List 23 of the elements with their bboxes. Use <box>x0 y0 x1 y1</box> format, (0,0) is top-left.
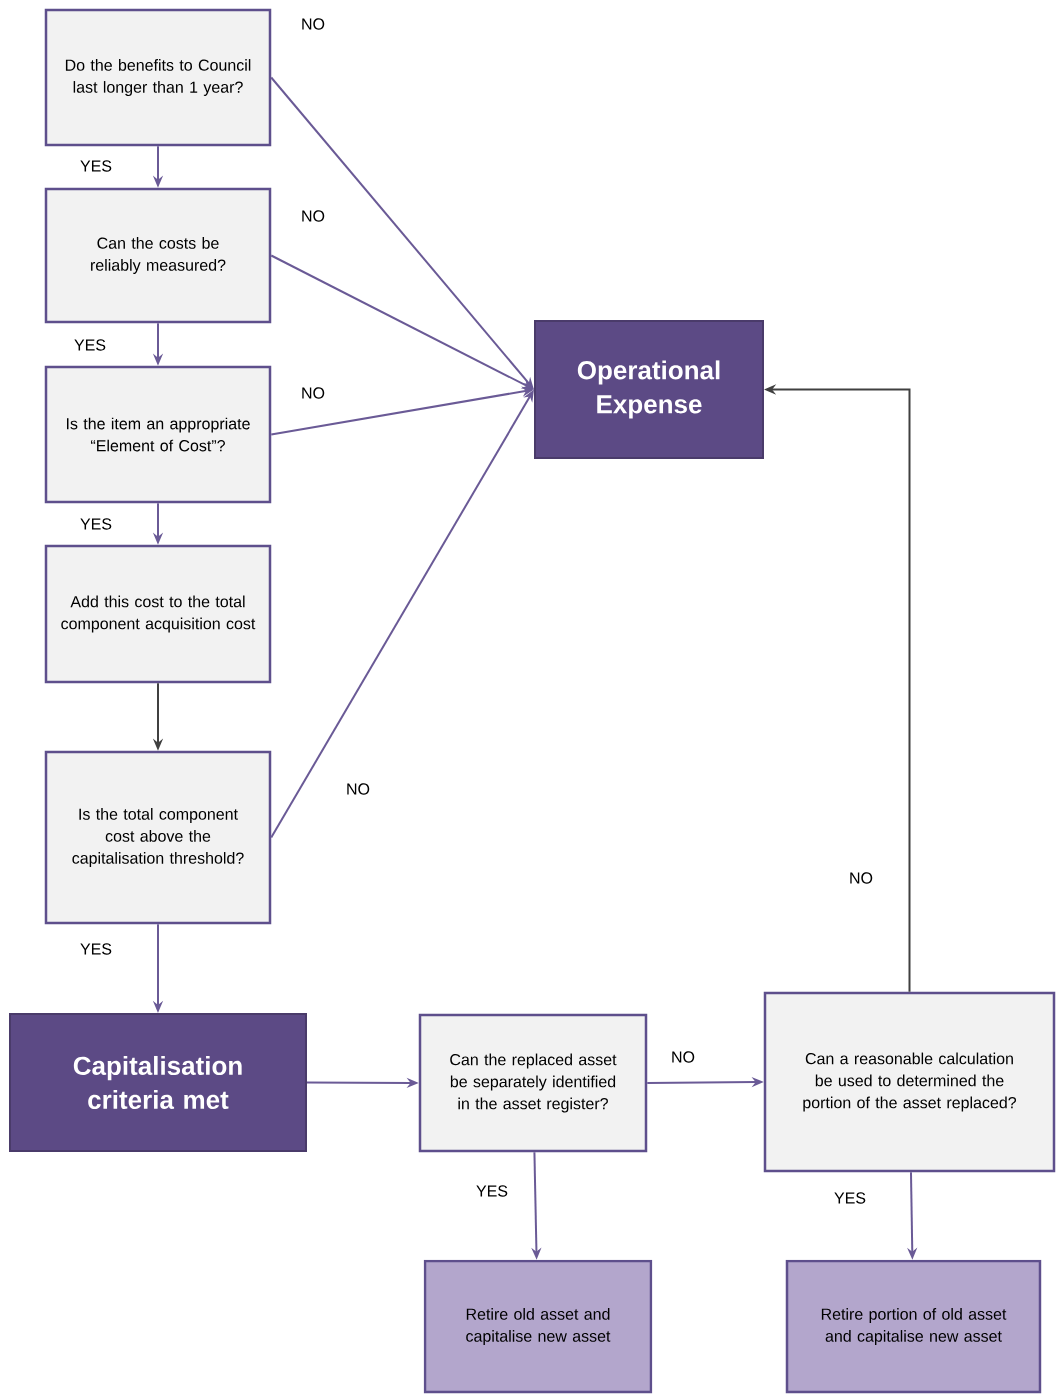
process-box: Is the total component cost above the capitalisation threshold? <box>44 750 272 925</box>
edge-label: NO <box>300 386 326 400</box>
outcome-box: Retire old asset and capitalise new asset <box>423 1259 653 1394</box>
result-box: Capitalisation criteria met <box>9 1013 307 1152</box>
outcome-box: Retire portion of old asset and capitalise new asset <box>785 1259 1042 1394</box>
process-box: Can the costs be reliably measured? <box>44 187 272 324</box>
edge-label: NO <box>848 871 874 885</box>
edge-label: YES <box>833 1191 867 1205</box>
process-box: Add this cost to the total component acquisition cost <box>44 544 272 684</box>
edge-label: YES <box>73 338 107 352</box>
result-box: Operational Expense <box>534 320 764 459</box>
edge-label: NO <box>300 209 326 223</box>
edge-label: NO <box>345 782 371 796</box>
process-box: Can the replaced asset be separately identified in the asset register? <box>418 1013 648 1153</box>
edge-label: YES <box>79 159 113 173</box>
process-box: Can a reasonable calculation be used to determined the portion of the asset replaced? <box>763 991 1056 1173</box>
edge-label: NO <box>300 17 326 31</box>
edge-label: YES <box>79 942 113 956</box>
edge-label: NO <box>670 1050 696 1064</box>
process-box: Is the item an appropriate “Element of Cost”? <box>44 365 272 504</box>
edge-label: YES <box>79 517 113 531</box>
edge-label: YES <box>475 1184 509 1198</box>
process-box: Do the benefits to Council last longer than 1 year? <box>44 8 272 147</box>
